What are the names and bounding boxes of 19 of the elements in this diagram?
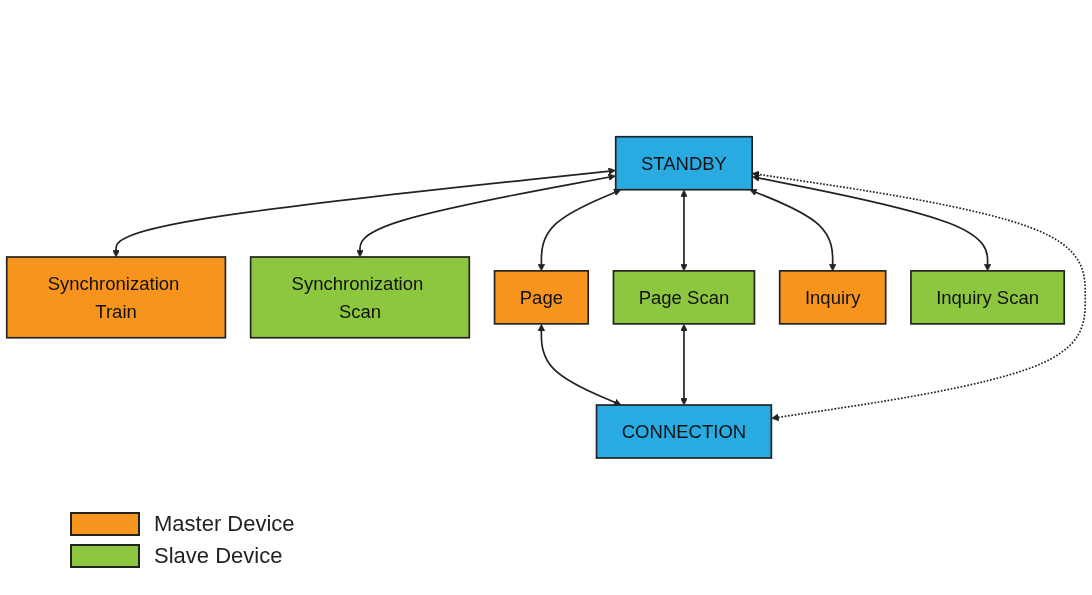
node-box: STANDBY	[614, 136, 754, 191]
arrow	[752, 174, 992, 272]
node-box: Page	[493, 270, 590, 325]
arrow	[751, 170, 1087, 422]
legend-label: Slave Device	[154, 543, 283, 569]
arrow	[537, 189, 622, 272]
arrow	[680, 324, 688, 406]
node-box: Synchronization Scan	[249, 256, 471, 339]
arrow	[112, 167, 616, 258]
node-box: Inquiry Scan	[910, 270, 1066, 325]
legend-label: Master Device	[154, 511, 295, 537]
arrow	[356, 173, 616, 258]
arrow	[680, 189, 688, 272]
node-box: CONNECTION	[595, 404, 773, 459]
node-box: Page Scan	[612, 270, 756, 325]
node-box: Inquiry	[778, 270, 887, 325]
arrow	[537, 324, 622, 406]
node-box: Synchronization Train	[5, 256, 227, 339]
arrow	[749, 189, 837, 272]
